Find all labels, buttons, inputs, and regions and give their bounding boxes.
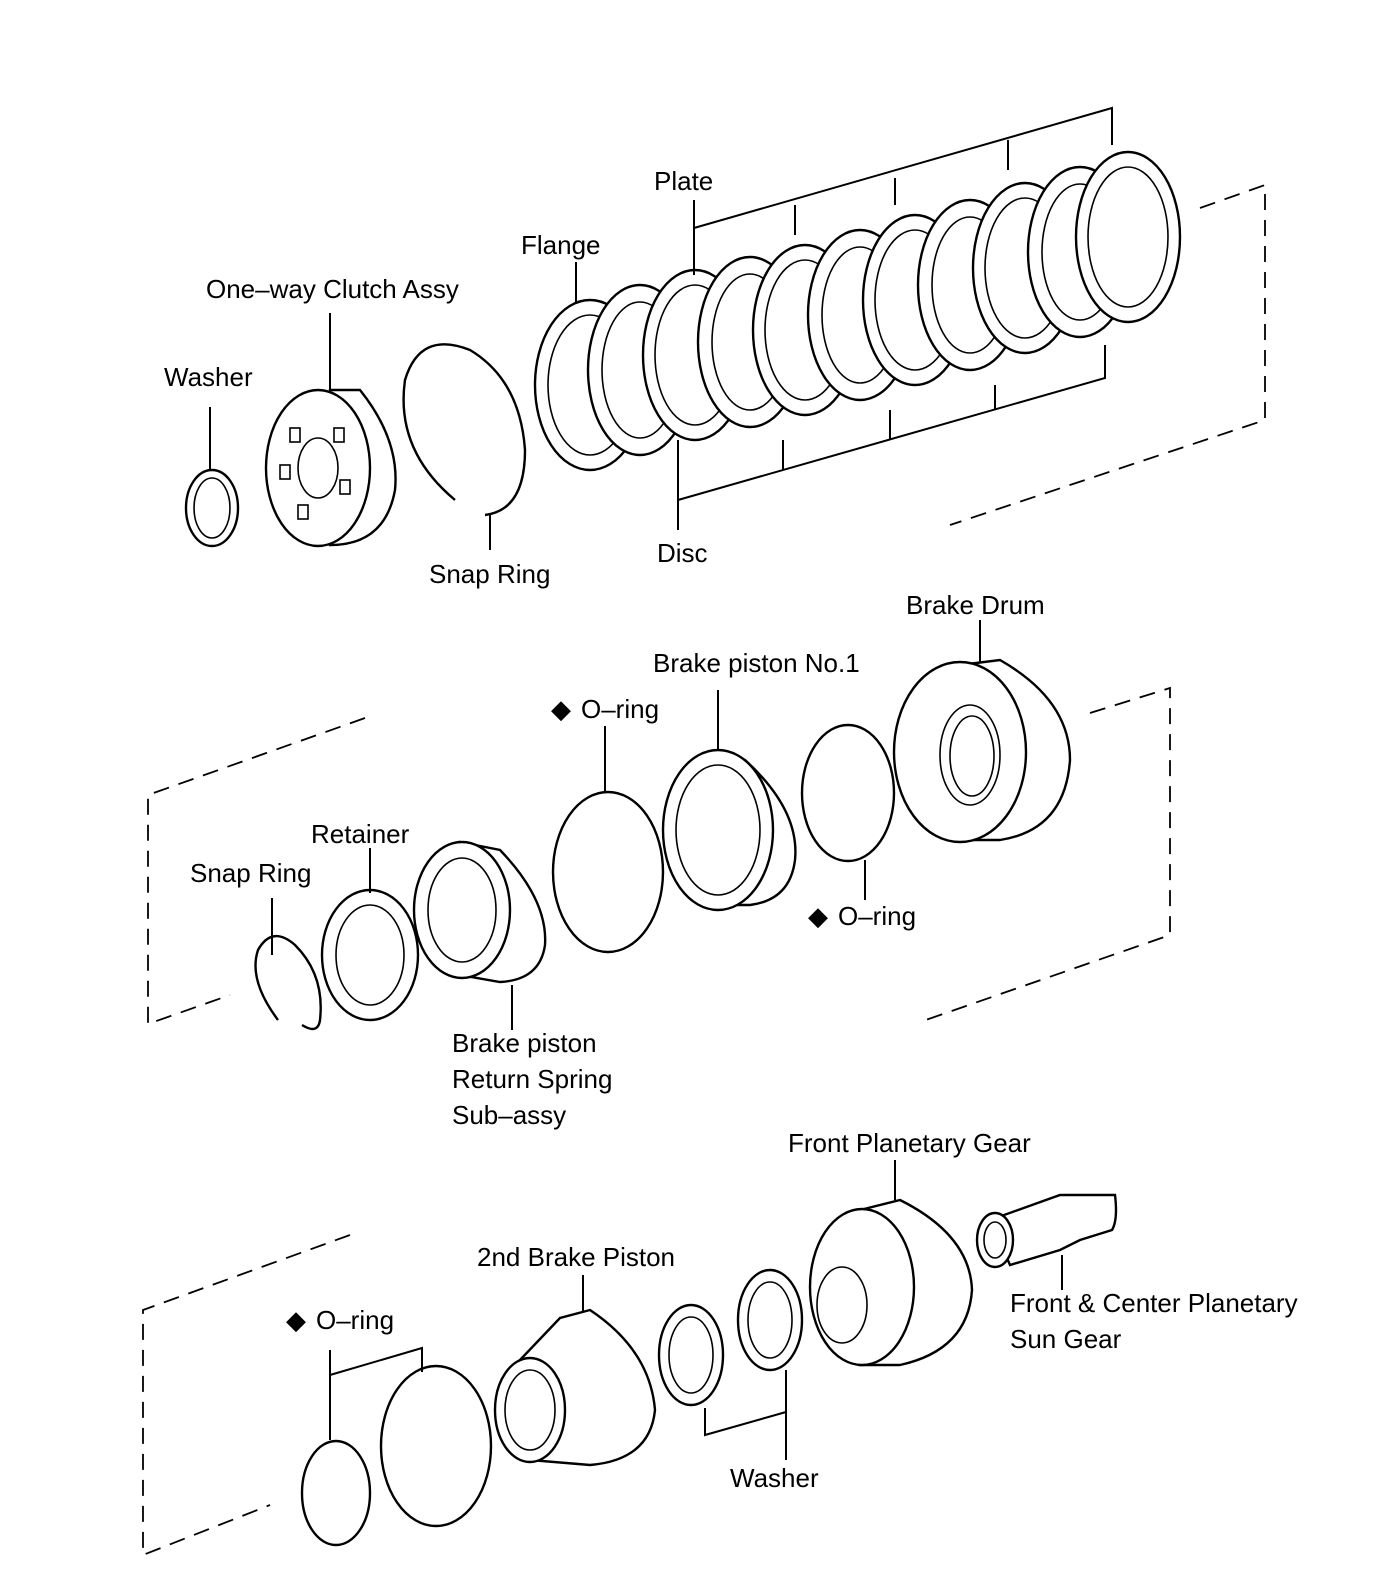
marker-o-ring-bottom: ◆ bbox=[286, 1305, 306, 1335]
top-section-outline bbox=[949, 183, 1266, 526]
return-spring-part bbox=[412, 840, 547, 984]
bottom-section-outline bbox=[142, 1234, 351, 1557]
snap-ring-top-part bbox=[402, 343, 527, 517]
label-washer-top: Washer bbox=[164, 362, 253, 392]
label-one-way-clutch: One–way Clutch Assy bbox=[206, 274, 459, 304]
label-flange: Flange bbox=[521, 230, 601, 260]
o-ring-mid-lower-part bbox=[800, 723, 896, 863]
middle-leader-lines bbox=[271, 620, 981, 1030]
label-return-spring-line2: Return Spring bbox=[452, 1064, 612, 1094]
bottom-leader-lines bbox=[582, 1160, 1063, 1312]
brake-piston-no1-part bbox=[661, 748, 797, 912]
label-brake-piston-no1: Brake piston No.1 bbox=[653, 648, 860, 678]
label-brake-drum: Brake Drum bbox=[906, 590, 1045, 620]
label-disc: Disc bbox=[657, 538, 708, 568]
label-o-ring-mid-upper: O–ring bbox=[581, 694, 659, 724]
snap-ring-mid-part bbox=[254, 935, 322, 1031]
label-washer-bottom: Washer bbox=[730, 1463, 819, 1493]
top-leader-lines bbox=[209, 200, 695, 550]
washer-bottom-bracket bbox=[704, 1370, 787, 1460]
label-front-planetary-gear: Front Planetary Gear bbox=[788, 1128, 1031, 1158]
brake-drum-part bbox=[892, 658, 1072, 844]
front-planetary-gear-part bbox=[808, 1198, 974, 1367]
one-way-clutch-part bbox=[264, 388, 397, 548]
washer-top-part bbox=[184, 468, 240, 548]
retainer-part bbox=[320, 888, 420, 1022]
washers-bottom-parts bbox=[657, 1268, 804, 1407]
label-return-spring-line1: Brake piston bbox=[452, 1028, 597, 1058]
label-o-ring-bottom: O–ring bbox=[316, 1305, 394, 1335]
label-plate: Plate bbox=[654, 166, 713, 196]
label-sun-gear-line2: Sun Gear bbox=[1010, 1324, 1122, 1354]
label-o-ring-mid-lower: O–ring bbox=[838, 901, 916, 931]
second-brake-piston-part bbox=[493, 1308, 657, 1467]
label-snap-ring-mid: Snap Ring bbox=[190, 858, 311, 888]
o-rings-bottom-parts bbox=[300, 1364, 493, 1547]
middle-section-outline bbox=[147, 686, 1171, 1026]
label-sun-gear-line1: Front & Center Planetary bbox=[1010, 1288, 1298, 1318]
label-return-spring-line3: Sub–assy bbox=[452, 1100, 566, 1130]
marker-o-ring-mid-upper: ◆ bbox=[551, 694, 571, 724]
plate-bracket bbox=[677, 106, 1113, 501]
o-ring-mid-upper-part bbox=[551, 790, 665, 954]
o-ring-bottom-bracket bbox=[329, 1346, 423, 1440]
label-second-brake-piston: 2nd Brake Piston bbox=[477, 1242, 675, 1272]
label-retainer: Retainer bbox=[311, 819, 410, 849]
label-snap-ring-top: Snap Ring bbox=[429, 559, 550, 589]
marker-o-ring-mid-lower: ◆ bbox=[808, 901, 828, 931]
clutch-pack-parts bbox=[533, 150, 1182, 472]
sun-gear-part bbox=[975, 1193, 1118, 1269]
